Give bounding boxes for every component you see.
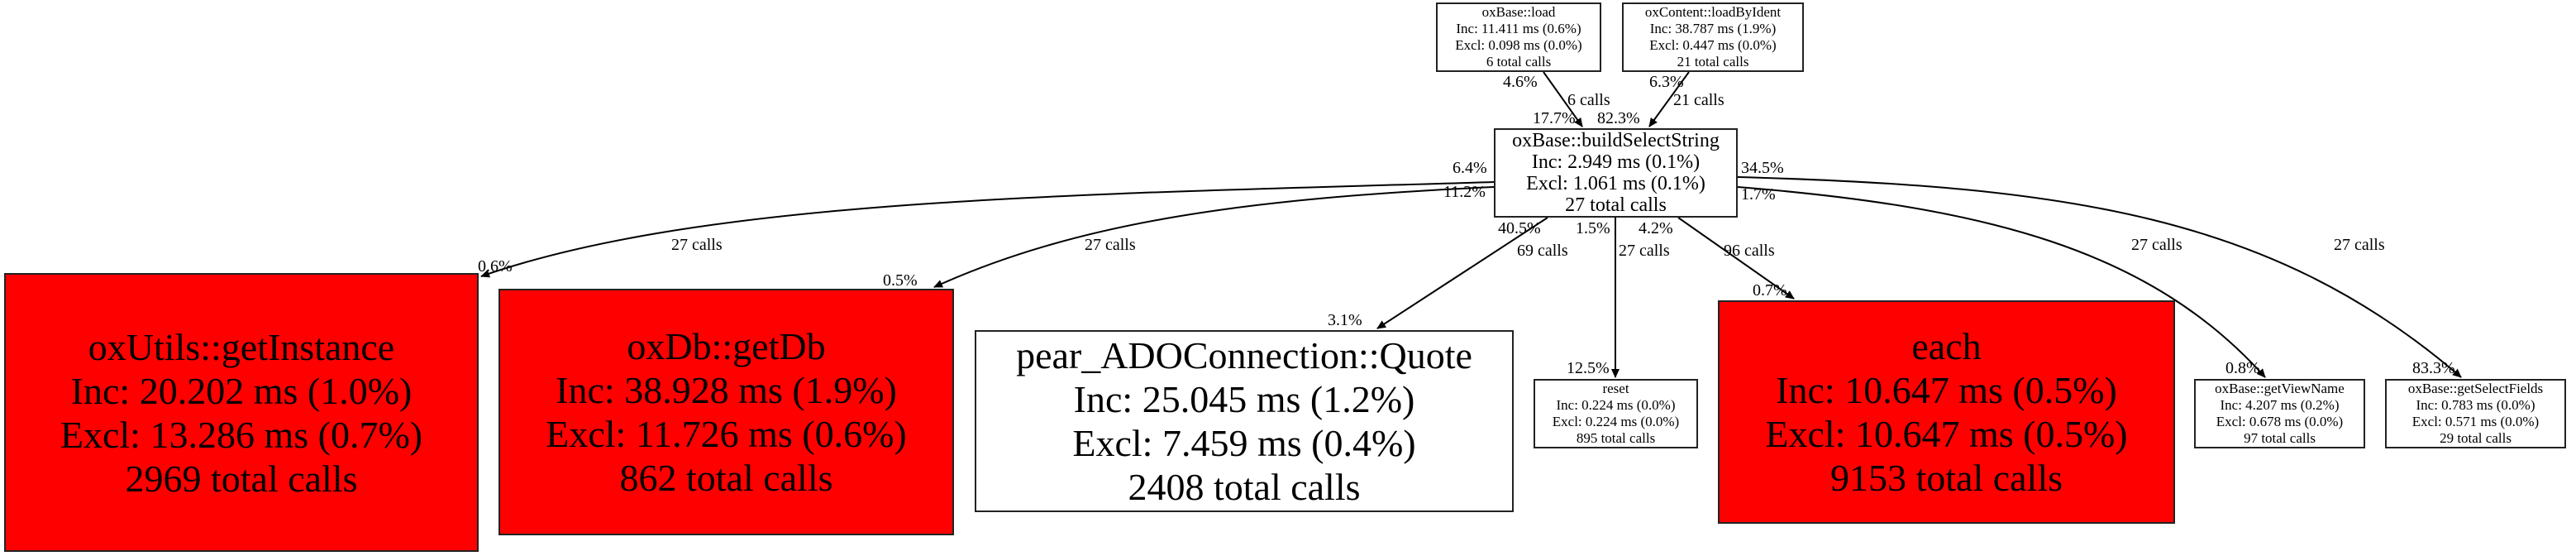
node-calls: 29 total calls — [2440, 430, 2512, 446]
node-name: oxBase::getSelectFields — [2407, 381, 2544, 396]
node-calls: 27 total calls — [1565, 194, 1667, 216]
node-excl: Excl: 0.447 ms (0.0%) — [1649, 37, 1777, 53]
node-name: oxContent::loadByIdent — [1644, 4, 1782, 20]
node-name: oxBase::getViewName — [2215, 381, 2345, 396]
edge-load-to-buildselectstring — [1543, 71, 1583, 127]
node-oxutils-getinstance[interactable]: oxUtils::getInstance Inc: 20.202 ms (1.0… — [4, 273, 479, 552]
edge-src-pct: 4.2% — [1639, 219, 1673, 237]
node-inc: Inc: 11.411 ms (0.6%) — [1456, 21, 1581, 36]
node-name: oxUtils::getInstance — [88, 325, 395, 368]
node-calls: 2969 total calls — [125, 457, 358, 500]
edge-to-getdb — [933, 186, 1495, 288]
node-inc: Inc: 4.207 ms (0.2%) — [2220, 397, 2340, 413]
node-name: each — [1911, 325, 1982, 367]
edge-src-pct: 34.5% — [1741, 159, 1784, 177]
edge-calls: 69 calls — [1517, 242, 1568, 260]
node-each[interactable]: each Inc: 10.647 ms (0.5%) Excl: 10.647 … — [1718, 300, 2175, 524]
node-name: oxBase::load — [1481, 4, 1556, 20]
node-buildselectstring[interactable]: oxBase::buildSelectString Inc: 2.949 ms … — [1494, 128, 1738, 218]
edge-calls: 27 calls — [671, 236, 723, 254]
node-inc: Inc: 20.202 ms (1.0%) — [70, 369, 413, 412]
node-pear-adoconnection-quote[interactable]: pear_ADOConnection::Quote Inc: 25.045 ms… — [975, 330, 1514, 512]
node-calls: 9153 total calls — [1829, 457, 2063, 499]
edge-src-pct: 11.2% — [1443, 183, 1486, 201]
edge-dst-pct: 12.5% — [1567, 359, 1610, 377]
node-excl: Excl: 7.459 ms (0.4%) — [1072, 422, 1416, 464]
edge-src-pct: 4.6% — [1503, 73, 1538, 91]
edge-calls: 27 calls — [1619, 242, 1670, 260]
edge-dst-pct: 0.6% — [478, 257, 513, 276]
node-inc: Inc: 38.928 ms (1.9%) — [556, 369, 897, 411]
edge-src-pct: 6.4% — [1453, 159, 1487, 177]
node-inc: Inc: 2.949 ms (0.1%) — [1531, 151, 1701, 173]
node-name: pear_ADOConnection::Quote — [1016, 334, 1472, 376]
edge-calls: 27 calls — [2334, 236, 2385, 254]
node-oxbase-load[interactable]: oxBase::load Inc: 11.411 ms (0.6%) Excl:… — [1436, 2, 1601, 72]
edge-calls: 6 calls — [1567, 91, 1610, 109]
edge-src-pct: 6.3% — [1649, 73, 1684, 91]
edge-to-quote — [1376, 217, 1548, 329]
edge-dst-pct: 0.7% — [1753, 281, 1787, 300]
node-calls: 862 total calls — [619, 457, 833, 499]
edge-dst-pct: 3.1% — [1328, 311, 1362, 329]
edge-to-getinstance — [480, 181, 1495, 278]
node-excl: Excl: 11.726 ms (0.6%) — [546, 413, 907, 455]
node-oxcontent-loadbyident[interactable]: oxContent::loadByIdent Inc: 38.787 ms (1… — [1622, 2, 1804, 72]
node-excl: Excl: 1.061 ms (0.1%) — [1526, 173, 1705, 194]
node-excl: Excl: 10.647 ms (0.5%) — [1765, 413, 2128, 455]
node-inc: Inc: 0.224 ms (0.0%) — [1556, 397, 1676, 413]
edge-src-pct: 1.7% — [1741, 185, 1776, 204]
node-oxbase-getviewname[interactable]: oxBase::getViewName Inc: 4.207 ms (0.2%)… — [2194, 379, 2365, 448]
node-name: oxBase::buildSelectString — [1512, 130, 1720, 151]
node-reset[interactable]: reset Inc: 0.224 ms (0.0%) Excl: 0.224 m… — [1534, 379, 1698, 448]
edge-to-getselectfields — [1737, 176, 2462, 378]
node-name: reset — [1602, 381, 1629, 396]
edge-loadbyident-to-buildselectstring — [1648, 71, 1690, 127]
edge-src-pct: 1.5% — [1576, 219, 1610, 237]
edge-dst-pct: 0.8% — [2225, 359, 2260, 377]
node-calls: 97 total calls — [2244, 430, 2316, 446]
edge-calls: 96 calls — [1724, 242, 1775, 260]
node-inc: Inc: 25.045 ms (1.2%) — [1073, 378, 1415, 420]
edge-calls: 27 calls — [1085, 236, 1136, 254]
edge-to-getviewname — [1737, 186, 2266, 378]
edge-to-each — [1677, 217, 1795, 300]
edge-dst-pct: 82.3% — [1597, 109, 1640, 127]
edge-dst-pct: 0.5% — [883, 271, 918, 290]
edge-calls: 21 calls — [1673, 91, 1724, 109]
node-calls: 895 total calls — [1576, 430, 1656, 446]
node-excl: Excl: 0.571 ms (0.0%) — [2411, 414, 2540, 429]
node-inc: Inc: 10.647 ms (0.5%) — [1776, 369, 2117, 411]
node-calls: 6 total calls — [1486, 54, 1552, 70]
node-excl: Excl: 0.224 ms (0.0%) — [1552, 414, 1680, 429]
node-inc: Inc: 0.783 ms (0.0%) — [2416, 397, 2535, 413]
node-oxbase-getselectfields[interactable]: oxBase::getSelectFields Inc: 0.783 ms (0… — [2385, 379, 2566, 448]
node-excl: Excl: 13.286 ms (0.7%) — [60, 413, 423, 456]
node-oxdb-getdb[interactable]: oxDb::getDb Inc: 38.928 ms (1.9%) Excl: … — [499, 289, 954, 535]
node-inc: Inc: 38.787 ms (1.9%) — [1649, 21, 1777, 36]
edge-src-pct: 40.5% — [1498, 219, 1541, 237]
edge-dst-pct: 83.3% — [2412, 359, 2455, 377]
node-excl: Excl: 0.678 ms (0.0%) — [2216, 414, 2344, 429]
node-calls: 21 total calls — [1677, 54, 1749, 70]
edge-dst-pct: 17.7% — [1533, 109, 1576, 127]
node-excl: Excl: 0.098 ms (0.0%) — [1455, 37, 1582, 53]
node-calls: 2408 total calls — [1128, 466, 1361, 508]
edge-calls: 27 calls — [2131, 236, 2182, 254]
node-name: oxDb::getDb — [627, 325, 826, 367]
